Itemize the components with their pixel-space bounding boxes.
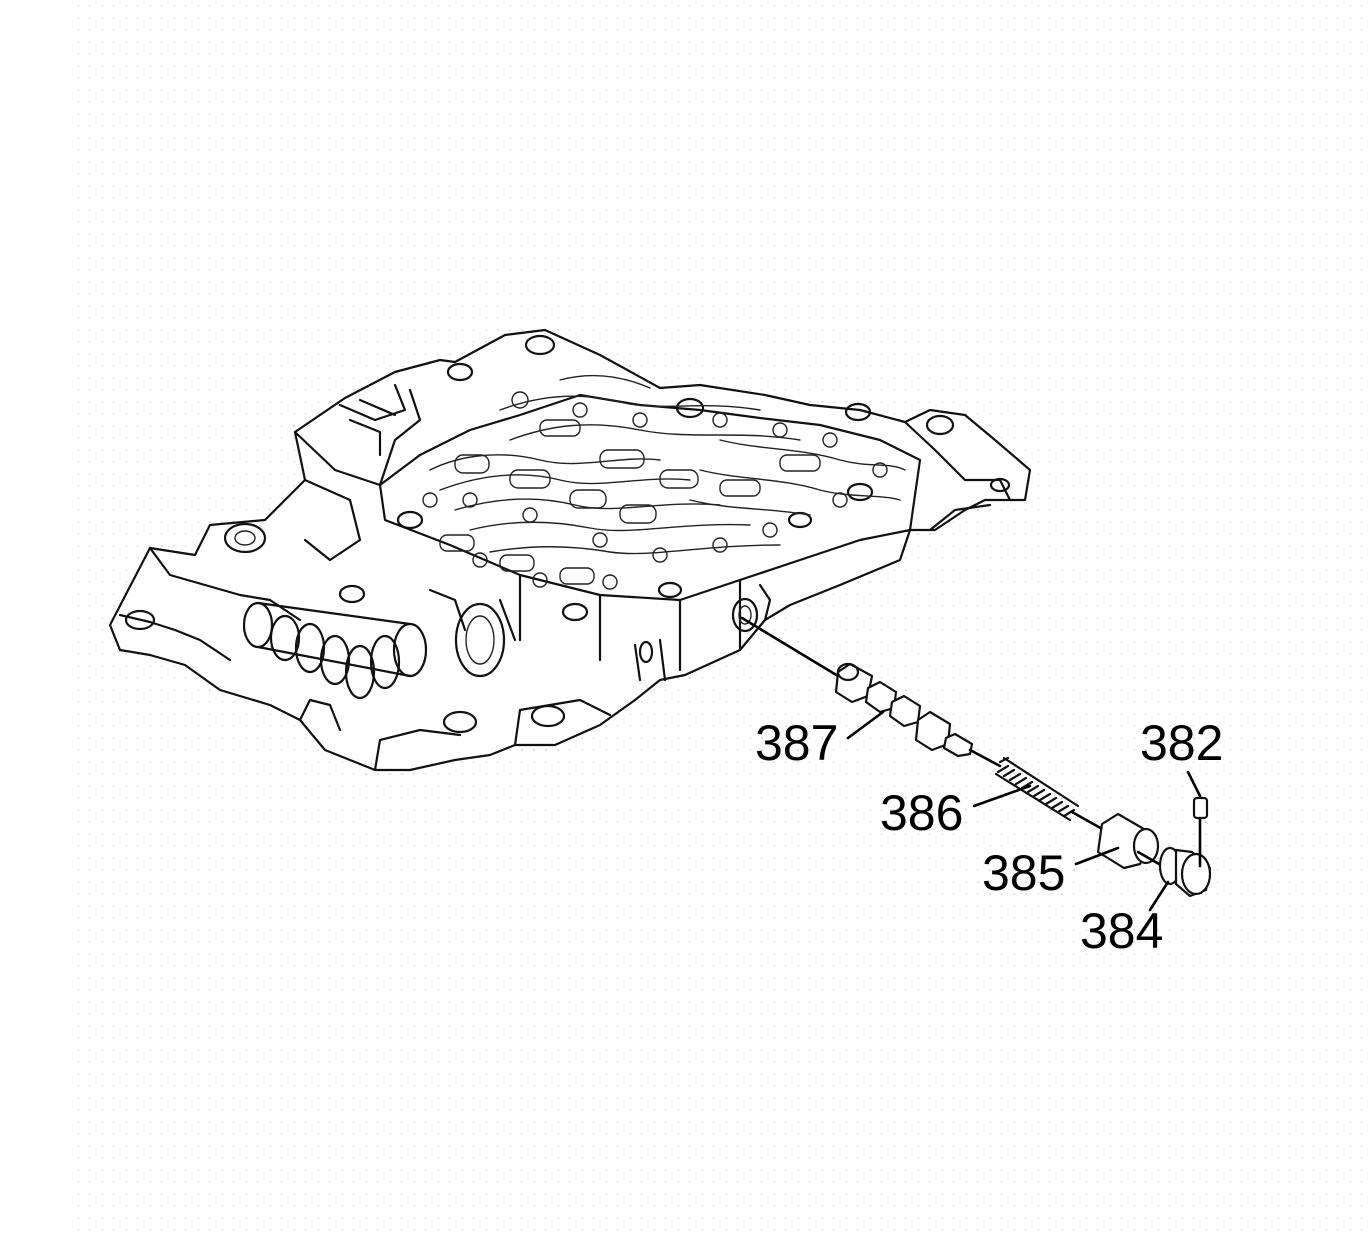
callout-387: 387 xyxy=(755,710,885,771)
callout-label-384: 384 xyxy=(1080,903,1163,959)
callout-384: 384 xyxy=(1080,880,1170,959)
part-387-valve xyxy=(834,662,1002,768)
assembly-axis-line xyxy=(740,616,840,678)
valve-body-passages xyxy=(422,374,906,590)
part-382-retainer xyxy=(1192,796,1209,868)
part-385-sleeve xyxy=(1096,812,1168,870)
callout-label-385: 385 xyxy=(982,845,1065,901)
callout-385: 385 xyxy=(982,845,1120,901)
callouts: 387 386 385 384 382 xyxy=(755,710,1223,959)
callout-386: 386 xyxy=(880,784,1032,841)
part-384-plug xyxy=(1158,846,1212,898)
part-386-spring xyxy=(994,756,1106,832)
valve-body xyxy=(108,328,1032,772)
callout-label-382: 382 xyxy=(1140,715,1223,771)
callout-382: 382 xyxy=(1140,715,1223,798)
left-spool xyxy=(242,601,428,700)
exploded-parts xyxy=(740,616,1212,898)
callout-label-387: 387 xyxy=(755,715,838,771)
callout-label-386: 386 xyxy=(880,785,963,841)
